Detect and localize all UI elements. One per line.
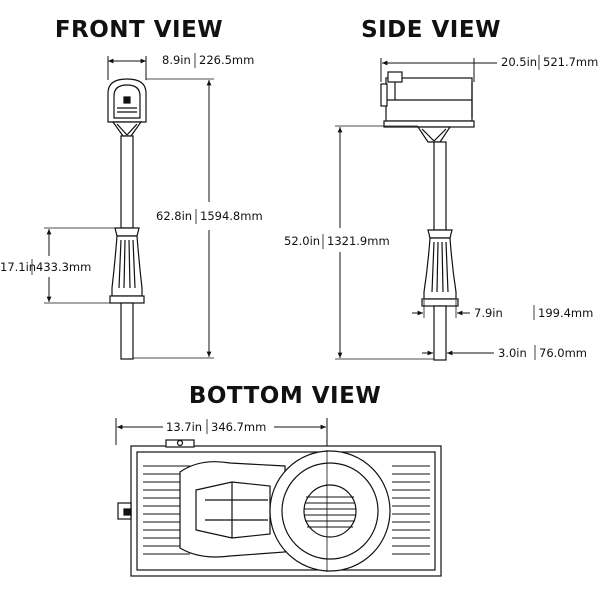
side-post-dimension: 3.0in 76.0mm (422, 345, 587, 360)
front-width-in: 8.9in (162, 53, 191, 67)
front-height-mm: 1594.8mm (200, 209, 263, 223)
side-base-dimension: 7.9in 199.4mm (412, 300, 593, 320)
side-base-in: 7.9in (474, 306, 503, 320)
side-post-in: 3.0in (498, 346, 527, 360)
front-view: FRONT VIEW (0, 17, 263, 360)
bottom-view-drawing (117, 439, 442, 577)
side-depth-dimension: 20.5in 521.7mm (380, 55, 598, 82)
bottom-length-dimension: 13.7in 346.7mm (115, 418, 328, 452)
bottom-length-mm: 346.7mm (211, 420, 266, 434)
side-depth-in: 20.5in (501, 55, 537, 69)
side-height-dimension: 52.0in 1321.9mm (284, 125, 434, 360)
front-height-in: 62.8in (156, 209, 192, 223)
side-view-drawing (380, 71, 475, 361)
front-width-mm: 226.5mm (199, 53, 254, 67)
side-view-title: SIDE VIEW (361, 17, 501, 43)
front-base-in: 17.1in (0, 260, 36, 274)
side-view: SIDE VIEW (284, 17, 598, 361)
front-view-title: FRONT VIEW (55, 17, 223, 43)
front-width-dimension: 8.9in 226.5mm (107, 53, 254, 80)
bottom-view-title: BOTTOM VIEW (189, 383, 381, 409)
front-base-mm: 433.3mm (36, 260, 91, 274)
side-height-mm: 1321.9mm (327, 234, 390, 248)
bottom-length-in: 13.7in (166, 420, 202, 434)
front-base-dimension: 17.1in 433.3mm (0, 227, 115, 304)
front-view-drawing (107, 78, 147, 360)
bottom-view: BOTTOM VIEW 13.7in 346.7mm (115, 383, 442, 577)
side-base-mm: 199.4mm (538, 306, 593, 320)
side-post-mm: 76.0mm (539, 346, 587, 360)
front-height-dimension: 62.8in 1594.8mm (133, 78, 263, 359)
side-depth-mm: 521.7mm (543, 55, 598, 69)
side-height-in: 52.0in (284, 234, 320, 248)
